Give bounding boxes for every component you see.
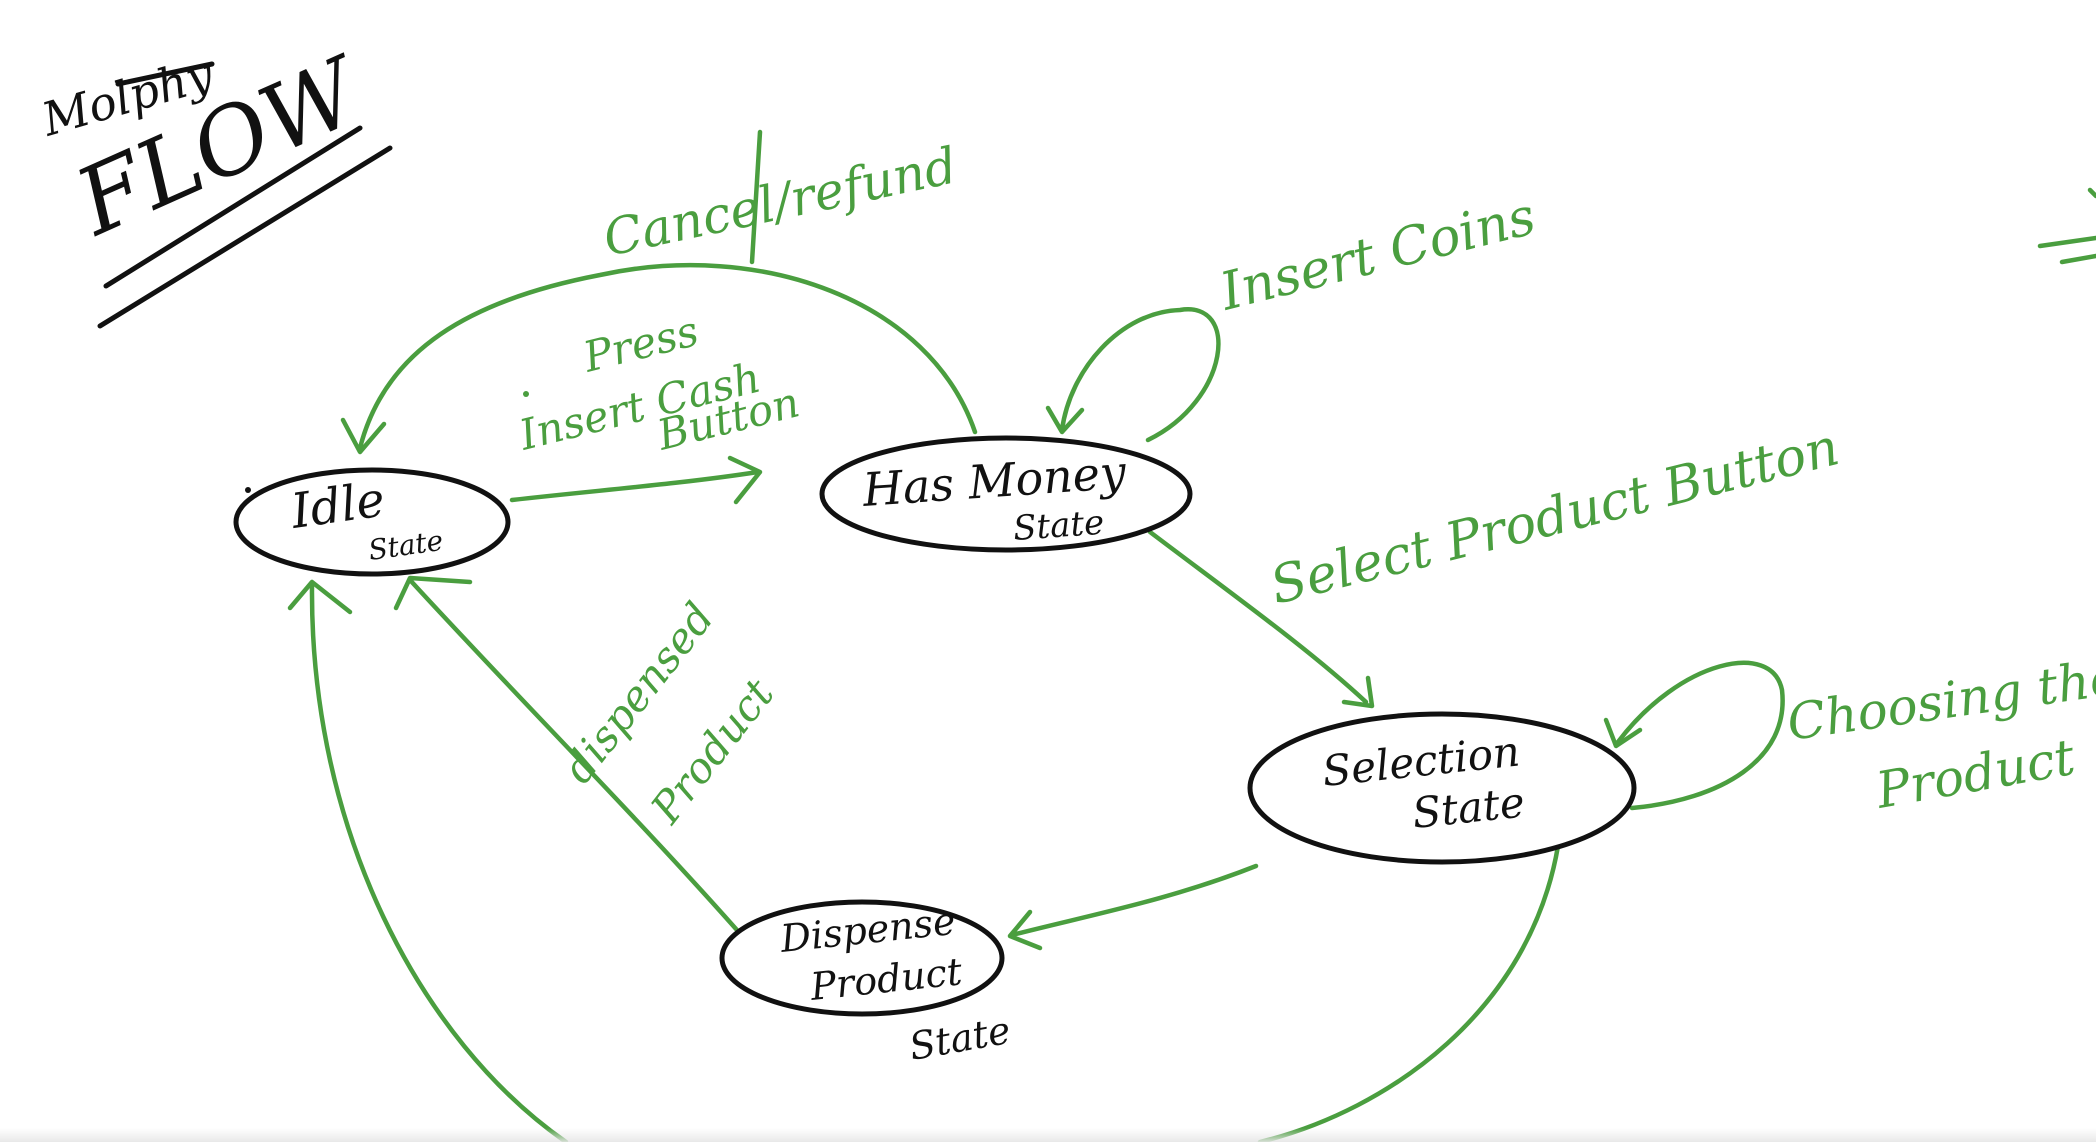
label-dispensed-product: dispensed Product — [553, 593, 783, 833]
diagram-heading: Molphy FLOW — [35, 36, 393, 329]
clipped-mark-1 — [2037, 235, 2096, 249]
state-dispense-sublabel: State — [906, 1008, 1014, 1069]
arrow-press-insert-cash — [509, 455, 763, 505]
state-dispense-product: Dispense Product State — [719, 899, 1014, 1069]
state-selection-sublabel: State — [1410, 777, 1527, 837]
state-has-money: Has Money State — [819, 435, 1193, 553]
label-divider-tick — [749, 129, 763, 265]
state-idle: Idle State — [233, 467, 511, 577]
clipped-mark-3 — [2087, 187, 2096, 199]
state-idle-shape — [233, 467, 511, 577]
bottom-edge-shadow — [0, 1128, 2096, 1142]
arrow-cancel-refund — [340, 129, 978, 455]
state-has-money-shape — [819, 435, 1193, 553]
arrow-selection-to-idle — [287, 579, 1561, 1142]
state-selection: Selection State — [1247, 711, 1637, 865]
clipped-mark-2 — [2059, 253, 2096, 265]
arrow-dispensed-product — [393, 575, 747, 941]
label-insert-coins: Insert Coins — [1214, 187, 1542, 323]
state-dispense-shape — [719, 899, 1005, 1017]
label-press-insert-cash: Press Insert Cash Button — [514, 306, 805, 460]
strike-through-line — [115, 61, 215, 87]
stray-green-dot — [523, 391, 529, 397]
arrow-selection-to-dispense — [1007, 863, 1259, 951]
arrow-choosing-product-loop — [1603, 660, 1785, 811]
label-choosing-product: Choosing the Product — [1784, 648, 2096, 820]
state-selection-shape — [1247, 711, 1637, 865]
label-choosing-line2: Product — [1871, 728, 2080, 820]
state-idle-label: Idle — [287, 471, 388, 540]
label-cancel-refund: Cancel/refund — [598, 136, 961, 267]
label-select-product: Select Product Button — [1265, 417, 1845, 616]
arrow-insert-coins-loop — [1045, 307, 1221, 443]
stray-ink-dot — [245, 487, 251, 493]
title-underline-2 — [97, 145, 393, 329]
arrow-select-product — [1147, 529, 1375, 709]
state-has-money-sublabel: State — [1012, 503, 1106, 549]
title-underline-1 — [103, 125, 363, 289]
